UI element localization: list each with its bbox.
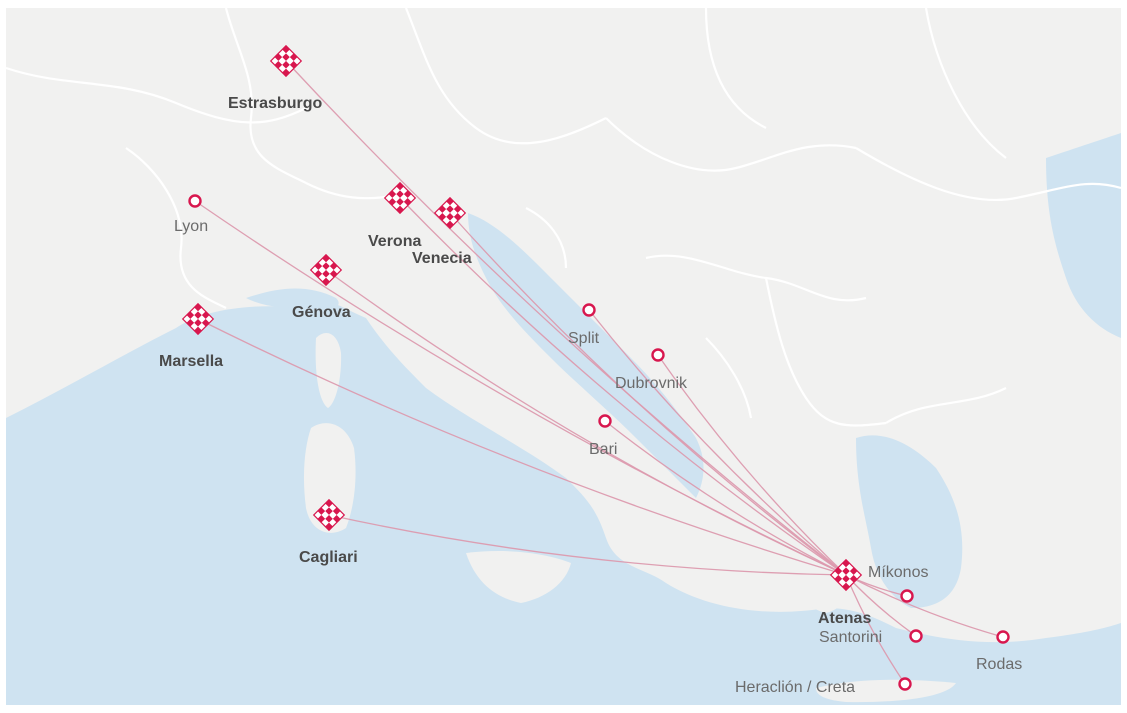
route-venecia-atenas bbox=[449, 212, 847, 576]
hub-marker-estrasburgo[interactable] bbox=[269, 44, 303, 78]
crete-island bbox=[816, 679, 956, 703]
city-label-verona: Verona bbox=[368, 233, 421, 250]
hub-marker-outline bbox=[269, 44, 303, 78]
route-verona-atenas bbox=[399, 197, 847, 576]
sea-area-5 bbox=[246, 288, 339, 310]
hub-marker-cell bbox=[322, 270, 330, 278]
city-label-dubrovnik: Dubrovnik bbox=[615, 375, 688, 392]
city-label-venecia: Venecia bbox=[412, 250, 472, 267]
city-label-atenas: Atenas bbox=[818, 610, 871, 627]
hub-marker-outline bbox=[312, 498, 346, 532]
city-label-genova: Génova bbox=[292, 304, 351, 321]
destination-marker-rodas[interactable] bbox=[996, 630, 1010, 644]
route-marsella-atenas bbox=[197, 318, 847, 576]
hub-marker-cell bbox=[318, 266, 326, 274]
route-split-atenas bbox=[588, 309, 847, 576]
hub-marker-marsella[interactable] bbox=[181, 302, 215, 336]
hub-marker-outline bbox=[181, 302, 215, 336]
city-label-santorini: Santorini bbox=[819, 629, 882, 646]
destination-marker-dubrovnik[interactable] bbox=[651, 348, 665, 362]
city-label-rodas: Rodas bbox=[976, 656, 1022, 673]
hub-marker-atenas[interactable] bbox=[829, 558, 863, 592]
destination-marker-bari[interactable] bbox=[598, 414, 612, 428]
route-dubrovnik-atenas bbox=[657, 354, 847, 576]
hub-marker-cell bbox=[190, 315, 198, 323]
city-markers bbox=[181, 44, 1010, 691]
hub-marker-outline bbox=[829, 558, 863, 592]
hub-marker-cell bbox=[446, 205, 454, 213]
route-atenas-heraclion bbox=[845, 574, 906, 685]
city-label-mikonos: Míkonos bbox=[868, 564, 928, 581]
hub-marker-cell bbox=[322, 262, 330, 270]
city-labels: EstrasburgoVeronaVeneciaGénovaMarsellaCa… bbox=[159, 95, 1022, 696]
city-label-cagliari: Cagliari bbox=[299, 549, 358, 566]
hub-marker-cell bbox=[846, 571, 854, 579]
hub-marker-cell bbox=[282, 53, 290, 61]
destination-marker-lyon[interactable] bbox=[188, 194, 202, 208]
hub-marker-venecia[interactable] bbox=[433, 196, 467, 230]
hub-marker-cagliari[interactable] bbox=[312, 498, 346, 532]
sea-area-1 bbox=[6, 301, 1121, 705]
hub-marker-verona[interactable] bbox=[383, 181, 417, 215]
destination-marker-split[interactable] bbox=[582, 303, 596, 317]
destination-marker-mikonos[interactable] bbox=[900, 589, 914, 603]
hub-marker-cell bbox=[325, 515, 333, 523]
route-estrasburgo-atenas bbox=[285, 60, 847, 576]
sea-area-4 bbox=[1046, 133, 1121, 338]
hub-marker-genova[interactable] bbox=[309, 253, 343, 287]
hub-marker-outline bbox=[433, 196, 467, 230]
hub-marker-cell bbox=[326, 266, 334, 274]
city-label-bari: Bari bbox=[589, 441, 617, 458]
hub-marker-cell bbox=[396, 190, 404, 198]
city-label-lyon: Lyon bbox=[174, 218, 208, 235]
corsica-island bbox=[315, 333, 342, 408]
hub-marker-cell bbox=[446, 213, 454, 221]
city-label-estrasburgo: Estrasburgo bbox=[228, 95, 322, 112]
hub-marker-cell bbox=[282, 60, 290, 69]
destination-marker-heraclion[interactable] bbox=[898, 677, 912, 691]
sicily-island bbox=[466, 551, 571, 603]
city-label-heraclion: Heraclión / Creta bbox=[735, 679, 855, 696]
route-atenas-rodas bbox=[845, 574, 1004, 638]
city-label-split: Split bbox=[568, 330, 600, 347]
route-genova-atenas bbox=[325, 269, 847, 576]
city-label-marsella: Marsella bbox=[159, 353, 223, 370]
destination-marker-santorini[interactable] bbox=[909, 629, 923, 643]
hub-marker-outline bbox=[309, 253, 343, 287]
country-borders bbox=[6, 8, 1121, 427]
sardinia-island bbox=[303, 423, 356, 533]
map-canvas: EstrasburgoVeronaVeneciaGénovaMarsellaCa… bbox=[6, 8, 1121, 705]
route-lines bbox=[194, 60, 1004, 685]
hub-marker-cell bbox=[838, 571, 846, 579]
hub-marker-outline bbox=[383, 181, 417, 215]
route-bari-atenas bbox=[604, 420, 847, 576]
route-cagliari-atenas bbox=[328, 514, 847, 576]
hub-marker-cell bbox=[396, 198, 404, 206]
hub-marker-cell bbox=[198, 315, 206, 323]
sea-area-3 bbox=[856, 435, 963, 608]
